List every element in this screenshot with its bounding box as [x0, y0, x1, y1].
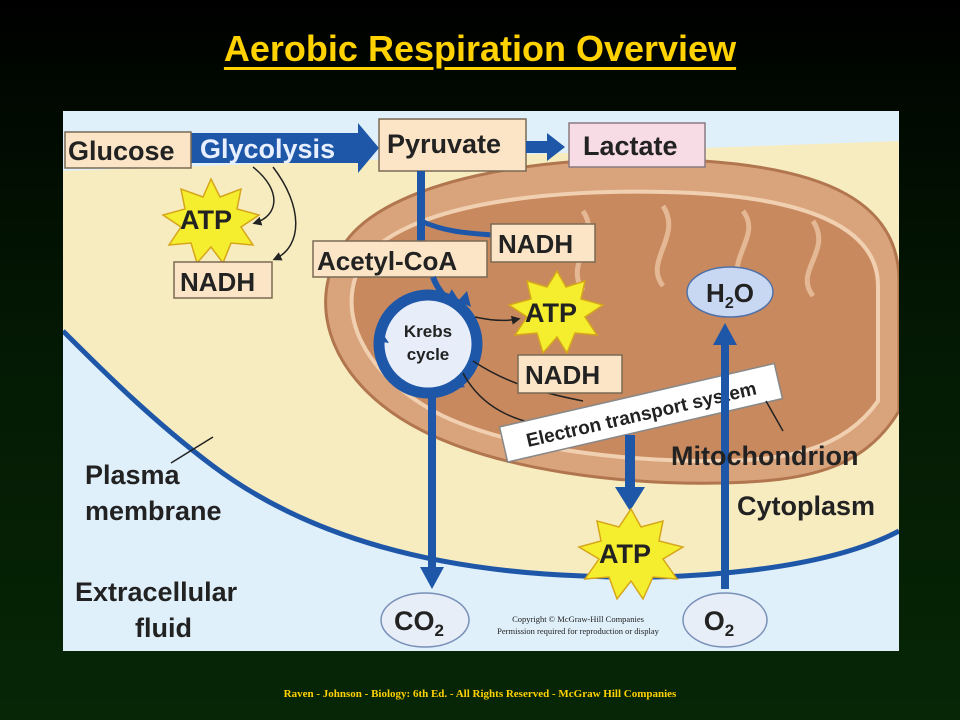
acetyl-coa-label: Acetyl-CoA [317, 246, 457, 276]
pyruvate-box [378, 118, 527, 172]
glucose-label: Glucose [68, 136, 175, 166]
plasma-membrane-label-1: Plasma [85, 460, 181, 490]
extracellular-label-2: fluid [135, 613, 192, 643]
pyruvate-label: Pyruvate [387, 129, 501, 159]
mitochondrion-label: Mitochondrion [671, 441, 858, 471]
atp-label-glycolysis: ATP [180, 205, 232, 235]
atp-label-ets: ATP [599, 539, 651, 569]
copyright-line-2: Permission required for reproduction or … [497, 626, 659, 636]
copyright-line-1: Copyright © McGraw-Hill Companies [512, 614, 644, 624]
glycolysis-arrow [191, 123, 379, 173]
nadh-label-krebs: NADH [525, 360, 600, 390]
page-title: Aerobic Respiration Overview [223, 28, 737, 69]
oxygen-oval [682, 592, 768, 648]
atp-burst-ets: ATP [577, 507, 685, 601]
lactate-box [568, 122, 706, 168]
atp-label-krebs: ATP [525, 298, 577, 328]
plasma-membrane [61, 329, 901, 580]
plasma-membrane-label-2: membrane [85, 496, 222, 526]
atp-burst-krebs: ATP [507, 269, 605, 355]
krebs-label-1: Krebs [404, 322, 452, 341]
svg-text:H2O: H2O [706, 278, 754, 312]
krebs-cycle: Krebs cycle [373, 289, 483, 399]
atp-burst-glycolysis: ATP [161, 177, 261, 265]
svg-text:O2: O2 [704, 606, 734, 640]
krebs-label-2: cycle [407, 345, 450, 364]
co2-label: CO [394, 606, 435, 636]
cytoplasm-label: Cytoplasm [737, 491, 875, 521]
nadh-box-krebs [517, 354, 623, 394]
footer-credit: Raven - Johnson - Biology: 6th Ed. - All… [283, 688, 677, 700]
water-oval [686, 266, 774, 318]
respiration-diagram: Glycolysis Glucose Pyruvate Lactate ATP … [61, 111, 901, 651]
lactate-label: Lactate [583, 131, 678, 161]
glucose-box [64, 131, 192, 169]
nadh-label-glycolysis: NADH [180, 267, 255, 297]
extracellular-label-1: Extracellular [75, 577, 238, 607]
nadh-label-pyruvate: NADH [498, 229, 573, 259]
nadh-box-glycolysis [173, 261, 273, 299]
nadh-box-pyruvate [490, 223, 596, 263]
lactate-arrow [526, 133, 565, 161]
svg-text:CO2: CO2 [394, 606, 444, 640]
h2o-label: H [706, 278, 725, 308]
o2-label: O [704, 606, 725, 636]
acetyl-coa-box [312, 240, 488, 278]
carbon-dioxide-oval [380, 592, 470, 648]
glycolysis-label: Glycolysis [200, 134, 335, 164]
